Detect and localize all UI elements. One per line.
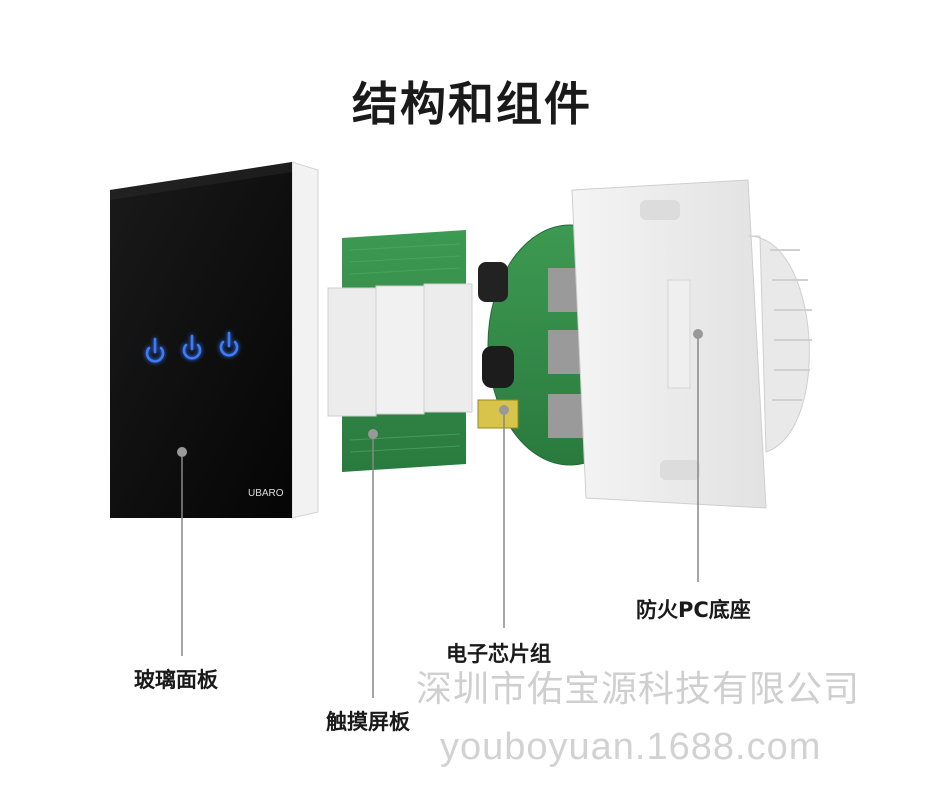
label-pc-base: 防火PC底座 — [636, 598, 751, 622]
watermark-company: 深圳市佑宝源科技有限公司 — [416, 669, 861, 710]
label-chip-group: 电子芯片组 — [446, 642, 551, 666]
touch-pcb — [327, 230, 473, 472]
brand-mark: UBARO — [248, 488, 284, 499]
power-icon — [219, 331, 239, 357]
callout-chip — [499, 405, 509, 628]
glass-panel: UBARO — [110, 161, 319, 519]
page-title: 结构和组件 — [352, 77, 592, 131]
callout-base — [693, 329, 703, 582]
watermark-domain: youboyuan.1688.com — [440, 726, 822, 768]
pc-base — [571, 179, 812, 509]
power-icon — [145, 337, 165, 363]
label-touch-panel: 触摸屏板 — [326, 710, 410, 734]
callout-glass — [177, 447, 187, 656]
label-glass-panel: 玻璃面板 — [134, 668, 218, 692]
callout-touch — [368, 429, 378, 698]
power-icon — [182, 334, 202, 360]
